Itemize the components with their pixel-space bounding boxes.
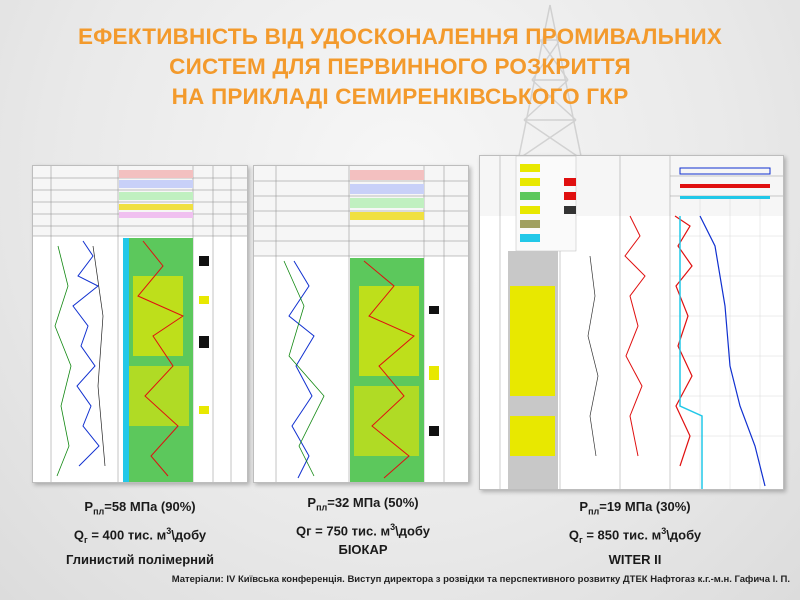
pressure-value: =32 МПа (50%) <box>327 495 419 510</box>
drilling-fluid: WITER II <box>608 551 662 567</box>
flow-unit: \добу <box>666 526 702 542</box>
reservoir-pressure: Pпл=32 МПа (50%) <box>253 493 473 518</box>
flow-unit-power: 3 <box>661 525 667 536</box>
flow-symbol: Q <box>568 526 579 542</box>
well-log-image-3 <box>479 155 784 490</box>
caption-well-2: Pпл=32 МПа (50%) Qг = 750 тис. м3\добу Б… <box>253 493 473 559</box>
flow-unit-power: 3 <box>166 525 172 536</box>
title-line-3: НА ПРИКЛАДІ СЕМИРЕНКІВСЬКОГО ГКР <box>171 84 629 109</box>
gas-flow-rate: Qг = 400 тис. м3\добу <box>30 522 250 550</box>
well-log-image-2 <box>253 165 469 483</box>
title-line-1: ЕФЕКТИВНІСТЬ ВІД УДОСКОНАЛЕННЯ ПРОМИВАЛЬ… <box>77 24 723 49</box>
caption-well-3: Pпл=19 МПа (30%) Qг = 850 тис. м3\добу W… <box>500 497 770 569</box>
flow-subscript: г <box>578 534 583 545</box>
pressure-symbol: P <box>307 495 317 510</box>
flow-symbol: Qг <box>296 522 312 538</box>
gas-flow-rate: Qг = 850 тис. м3\добу <box>500 522 770 550</box>
slide-title: ЕФЕКТИВНІСТЬ ВІД УДОСКОНАЛЕННЯ ПРОМИВАЛЬ… <box>0 22 800 112</box>
pressure-subscript: пл <box>316 502 328 513</box>
pressure-subscript: пл <box>588 506 600 517</box>
flow-value: = 850 тис. м <box>582 526 662 542</box>
flow-unit-power: 3 <box>390 521 396 532</box>
well-log-graphic-1 <box>33 166 247 482</box>
pressure-symbol: P <box>84 499 94 514</box>
pressure-subscript: пл <box>93 506 105 517</box>
pressure-symbol: P <box>579 499 589 514</box>
gas-flow-rate: Qг = 750 тис. м3\добу <box>253 518 473 540</box>
source-footnote: Матеріали: IV Київська конференція. Вист… <box>171 574 790 585</box>
pressure-value: =58 МПа (90%) <box>104 499 196 514</box>
well-log-graphic-2 <box>254 166 468 482</box>
reservoir-pressure: Pпл=58 МПа (90%) <box>30 497 250 522</box>
flow-value: = 400 тис. м <box>87 526 167 542</box>
caption-well-1: Pпл=58 МПа (90%) Qг = 400 тис. м3\добу Г… <box>30 497 250 569</box>
well-log-image-1 <box>32 165 248 483</box>
drilling-fluid: БІОКАР <box>338 541 388 557</box>
title-line-2: СИСТЕМ ДЛЯ ПЕРВИННОГО РОЗКРИТТЯ <box>169 54 631 79</box>
pressure-value: =19 МПа (30%) <box>599 499 691 514</box>
drilling-rig-icon <box>509 4 591 200</box>
reservoir-pressure: Pпл=19 МПа (30%) <box>500 497 770 522</box>
flow-value: = 750 тис. м <box>311 522 391 538</box>
drilling-fluid: Глинистий полімерний <box>66 551 214 567</box>
flow-subscript: г <box>83 534 88 545</box>
flow-unit: \добу <box>395 522 430 538</box>
well-log-graphic-3 <box>480 156 783 489</box>
flow-unit: \добу <box>171 526 207 542</box>
flow-symbol: Q <box>73 526 84 542</box>
